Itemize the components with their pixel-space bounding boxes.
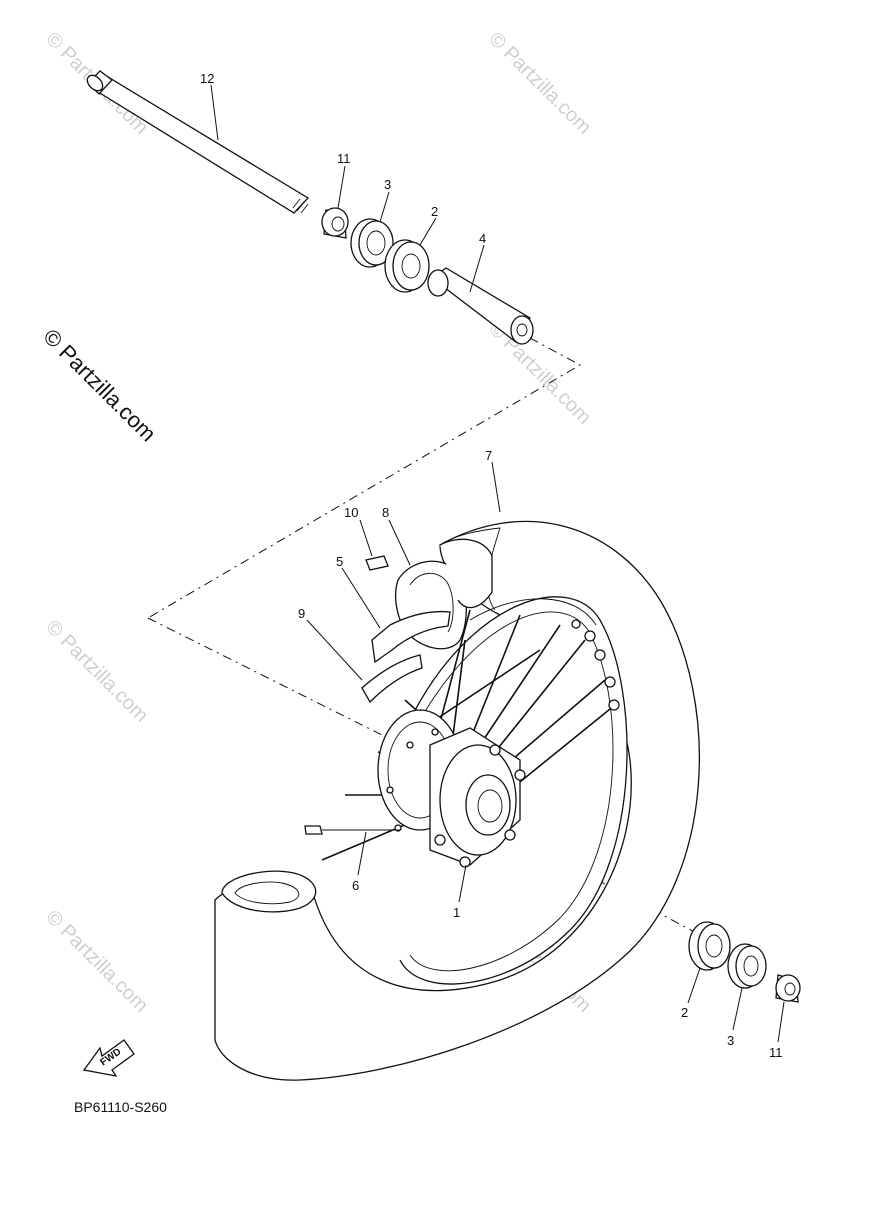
watermark-main: © Partzilla.com: [38, 324, 161, 447]
callout-8: 8: [382, 505, 389, 520]
watermark-2: © Partzilla.com: [484, 28, 595, 139]
watermark-4: © Partzilla.com: [41, 616, 152, 727]
part-tube-8: [394, 538, 493, 650]
leader-lines: [210, 84, 785, 1043]
part-rim-band-5: [371, 610, 451, 664]
watermark-3: © Partzilla.com: [484, 318, 595, 429]
callout-2-lower: 2: [681, 1005, 688, 1020]
fwd-arrow-icon: FWD: [82, 1039, 135, 1077]
watermark-6: © Partzilla.com: [41, 906, 152, 1017]
spoke-nipples: [571, 619, 620, 711]
part-spacer-4: [427, 267, 534, 345]
callout-labels: 12 11 3 2 4 7 10 8 5 9 6 1 2 3 11: [200, 71, 783, 1060]
part-bearing-2-upper: [384, 239, 430, 293]
callout-9: 9: [298, 606, 305, 621]
part-hub-1: [377, 709, 526, 868]
part-bearing-2-lower: [688, 921, 731, 971]
part-collar-11-lower: [775, 974, 801, 1003]
part-bearing-3-upper: [350, 218, 394, 268]
callout-11-upper: 11: [337, 151, 351, 166]
callout-12: 12: [200, 71, 214, 86]
callout-10: 10: [344, 505, 358, 520]
part-10: [365, 555, 389, 571]
callout-11-lower: 11: [769, 1045, 783, 1060]
callout-3-upper: 3: [384, 177, 391, 192]
assembly-axis-lines: [147, 337, 701, 936]
callout-5: 5: [336, 554, 343, 569]
diagram-code: BP61110-S260: [74, 1099, 167, 1115]
callout-1: 1: [453, 905, 460, 920]
callout-3-lower: 3: [727, 1033, 734, 1048]
part-axle-12: [86, 70, 310, 214]
part-collar-11-upper: [321, 207, 349, 239]
callout-2-upper: 2: [431, 204, 438, 219]
callout-4: 4: [479, 231, 486, 246]
part-strip-9: [361, 654, 423, 704]
callout-6: 6: [352, 878, 359, 893]
part-bearing-3-lower: [727, 943, 767, 989]
callout-7: 7: [485, 448, 492, 463]
part-valve-6: [304, 825, 400, 835]
